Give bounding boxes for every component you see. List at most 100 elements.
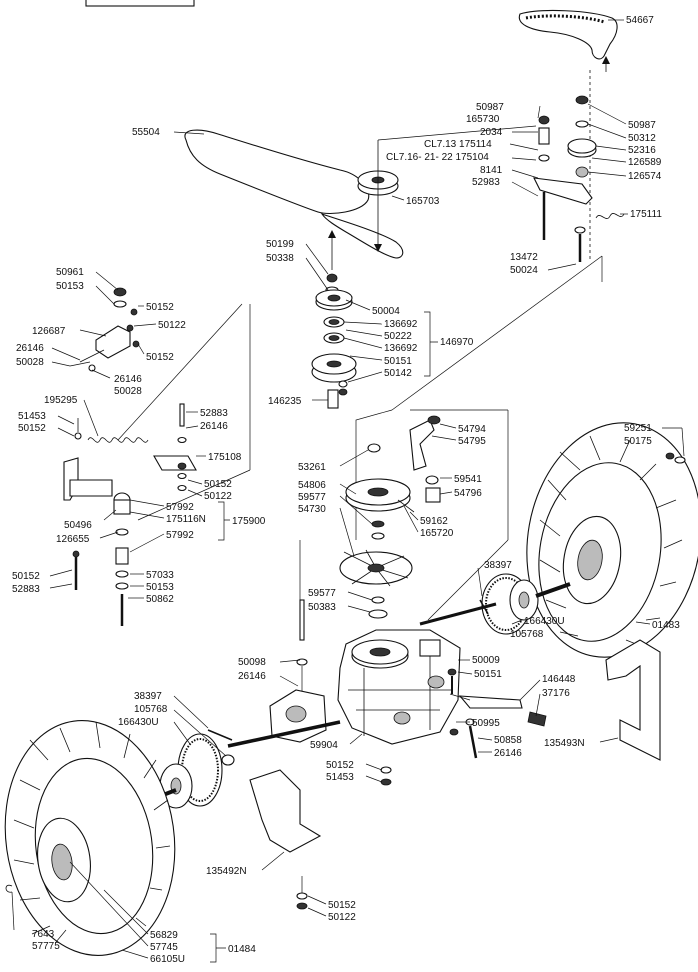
label-50152-f: 50152 [326, 760, 354, 771]
label-50862: 50862 [146, 594, 174, 605]
label-54667: 54667 [626, 15, 654, 26]
label-135492N: 135492N [206, 866, 247, 877]
label-38397-a: 38397 [484, 560, 512, 571]
v-belt-top [518, 9, 618, 60]
label-50312: 50312 [628, 133, 656, 144]
label-50858: 50858 [494, 735, 522, 746]
label-38397-b: 38397 [134, 691, 162, 702]
label-37176: 37176 [542, 688, 570, 699]
label-50995: 50995 [472, 718, 500, 729]
label-cl713: CL7.13 175114 [424, 139, 492, 150]
label-52883-b: 52883 [12, 584, 40, 595]
label-50153-b: 50153 [146, 582, 174, 593]
label-53261: 53261 [298, 462, 326, 473]
wheel-right-01483 [526, 422, 698, 658]
label-146448: 146448 [542, 674, 576, 685]
label-26146-a: 26146 [16, 343, 44, 354]
label-146235: 146235 [268, 396, 302, 407]
label-135493N: 135493N [544, 738, 585, 749]
label-50961: 50961 [56, 267, 84, 278]
label-54795: 54795 [458, 436, 486, 447]
label-50175: 50175 [624, 436, 652, 447]
label-13472: 13472 [510, 252, 538, 263]
label-50152-e: 50152 [12, 571, 40, 582]
label-50152-d: 50152 [204, 479, 232, 490]
label-26146-b: 26146 [114, 374, 142, 385]
bracket-126687 [69, 287, 140, 372]
sprocket-right [419, 573, 571, 635]
label-50122-c: 50122 [328, 912, 356, 923]
label-52883-a: 52883 [200, 408, 228, 419]
label-50152-c: 50152 [18, 423, 46, 434]
label-50152-b: 50152 [146, 352, 174, 363]
label-26146-c: 26146 [200, 421, 228, 432]
label-cl716: CL7.16- 21- 22 175104 [386, 152, 489, 163]
label-166430U-a: 166430U [524, 616, 565, 627]
label-50151-a: 50151 [384, 356, 412, 367]
label-50024: 50024 [510, 265, 538, 276]
label-2034: 2034 [480, 127, 503, 138]
label-57775: 57775 [32, 941, 60, 952]
label-50151-b: 50151 [474, 669, 502, 680]
v-belt-main [184, 129, 404, 259]
label-50153-a: 50153 [56, 281, 84, 292]
labels: 54667 50987 50987 50312 52316 126589 126… [11, 15, 685, 965]
spring-and-lever [63, 403, 197, 626]
label-50383: 50383 [308, 602, 336, 613]
label-57992-a: 57992 [166, 502, 194, 513]
label-50496: 50496 [64, 520, 92, 531]
label-54794: 54794 [458, 424, 486, 435]
header-box [85, 0, 195, 7]
label-50152-a: 50152 [146, 302, 174, 313]
label-66105U: 66105U [150, 954, 185, 965]
label-126687: 126687 [32, 326, 66, 337]
label-59251: 59251 [624, 423, 652, 434]
label-59577-a: 59577 [298, 492, 326, 503]
label-175116N: 175116N [166, 514, 206, 525]
lever-146448 [447, 668, 547, 759]
label-50338: 50338 [266, 253, 294, 264]
label-50004: 50004 [372, 306, 400, 317]
bracket-135493N [605, 639, 661, 761]
label-105768-a: 105768 [510, 629, 544, 640]
label-50122-b: 50122 [204, 491, 232, 502]
label-59577-b: 59577 [308, 588, 336, 599]
label-195295: 195295 [44, 395, 78, 406]
label-136692-a: 136692 [384, 319, 418, 330]
label-57745: 57745 [150, 942, 178, 953]
label-136692-b: 136692 [384, 343, 418, 354]
label-52983: 52983 [472, 177, 500, 188]
label-146970: 146970 [440, 337, 474, 348]
label-54796: 54796 [454, 488, 482, 499]
label-165730: 165730 [466, 114, 500, 125]
label-50009: 50009 [472, 655, 500, 666]
label-50222: 50222 [384, 331, 412, 342]
label-175108: 175108 [208, 452, 242, 463]
label-50142: 50142 [384, 368, 412, 379]
label-55504: 55504 [132, 127, 160, 138]
routing-lines [117, 125, 603, 621]
label-105768-b: 105768 [134, 704, 168, 715]
label-50987-right: 50987 [628, 120, 656, 131]
label-56829: 56829 [150, 930, 178, 941]
pulley-stack-146970 [311, 273, 357, 409]
label-52316: 52316 [628, 145, 656, 156]
label-54730: 54730 [298, 504, 326, 515]
label-165720: 165720 [420, 528, 454, 539]
fan-pulley-block [339, 409, 441, 619]
label-50028-b: 50028 [114, 386, 142, 397]
label-175900: 175900 [232, 516, 266, 527]
label-166430U-b: 166430U [118, 717, 159, 728]
label-50122-a: 50122 [158, 320, 186, 331]
fan-54730 [339, 549, 413, 587]
label-50987-left: 50987 [476, 102, 504, 113]
label-54806: 54806 [298, 480, 326, 491]
label-01483: 01483 [652, 620, 680, 631]
label-59904: 59904 [310, 740, 338, 751]
label-26146-d: 26146 [238, 671, 266, 682]
label-59162: 59162 [420, 516, 448, 527]
label-7643: 7643 [32, 929, 55, 940]
label-165703: 165703 [406, 196, 440, 207]
label-01484: 01484 [228, 944, 256, 955]
